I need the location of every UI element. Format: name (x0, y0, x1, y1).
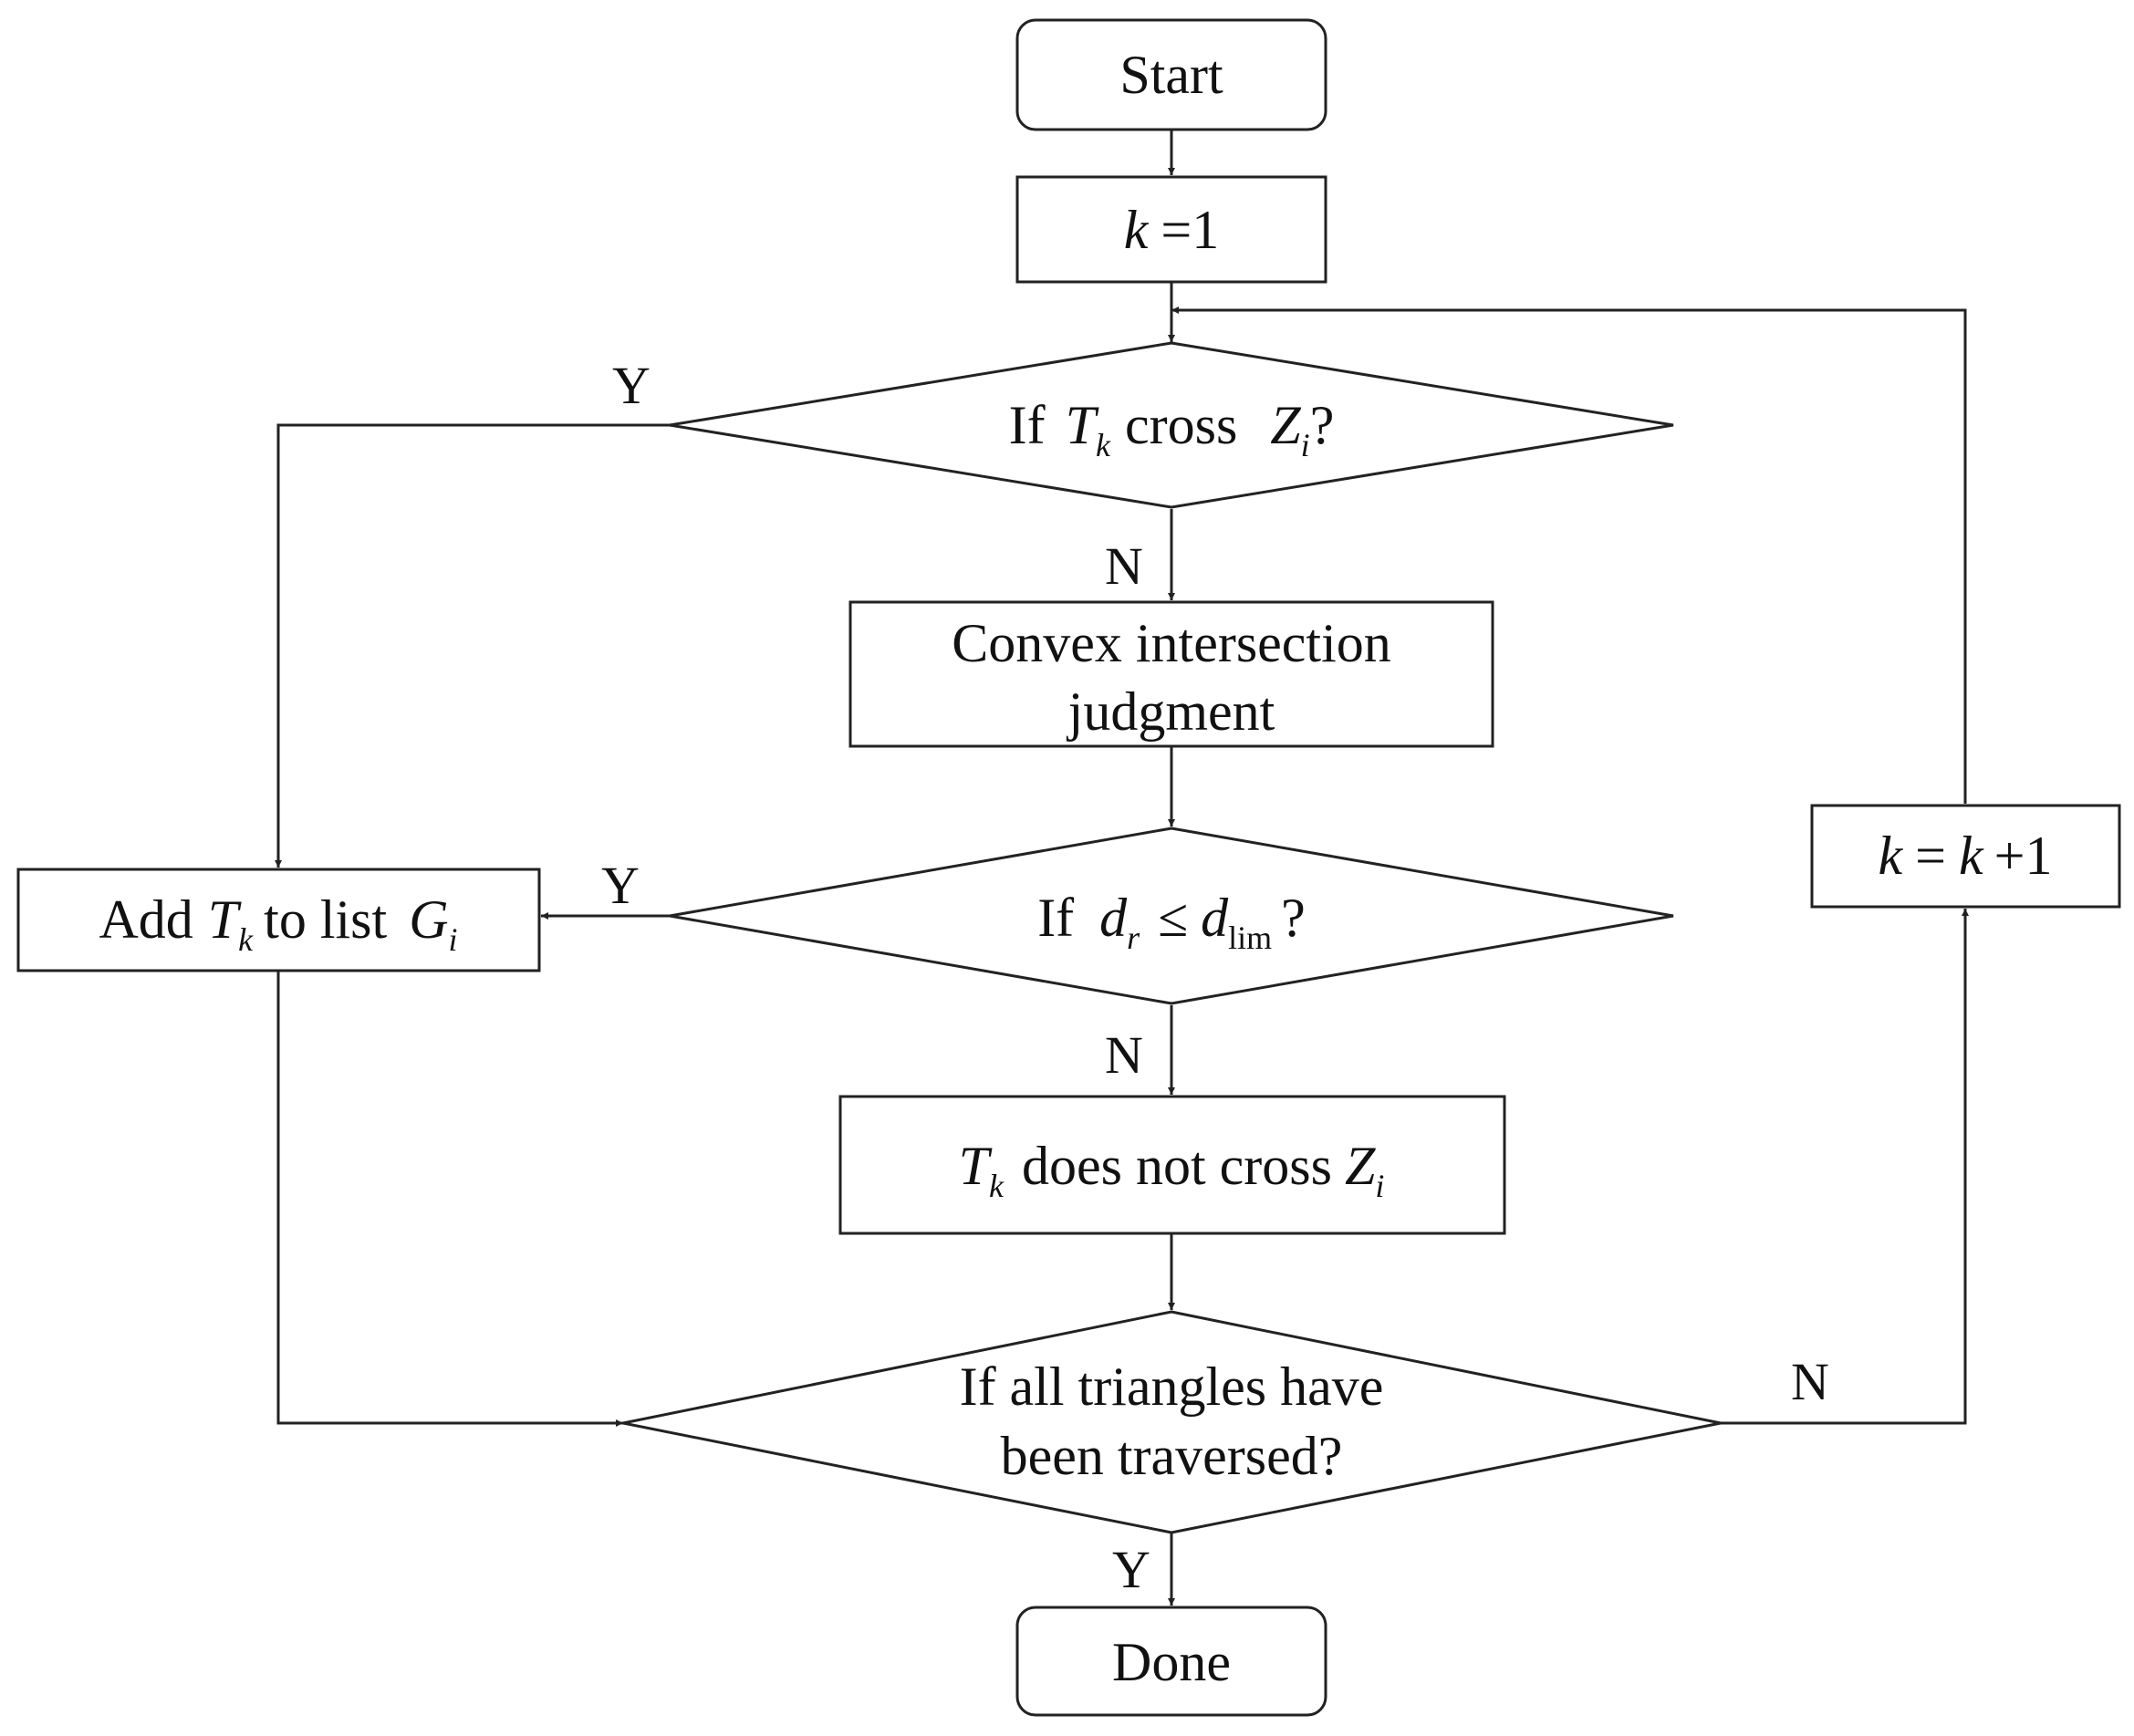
edge-decision1-yes (275, 423, 670, 868)
decision3-line2: been traversed? (1001, 1426, 1343, 1486)
edges (275, 130, 1969, 1606)
node-done: Done (1015, 1606, 1327, 1717)
node-decision3: If all triangles have been traversed? (622, 1310, 1722, 1534)
node-start: Start (1015, 18, 1327, 131)
decision3-yes-label: Y (1112, 1540, 1150, 1599)
edge-increment-loop (1171, 307, 1967, 804)
node-process1: Convex intersection judgment (848, 600, 1494, 748)
node-increment: k=k+1 (1810, 804, 2121, 909)
decision3-no-label: N (1791, 1352, 1829, 1411)
increment-label: k=k+1 (1879, 826, 2053, 886)
edge-addlist-to-decision3 (276, 971, 623, 1427)
decision2-yes-label: Y (601, 856, 640, 915)
edge-decision3-no (1721, 909, 1969, 1425)
branch-labels: Y N Y N N Y (601, 356, 1829, 1599)
decision3-line1: If all triangles have (960, 1357, 1384, 1417)
start-label: Start (1119, 45, 1223, 105)
process1-line2: judgment (1067, 681, 1275, 742)
decision2-no-label: N (1105, 1025, 1143, 1085)
process1-line1: Convex intersection (952, 613, 1391, 673)
done-label: Done (1112, 1632, 1231, 1692)
init-label: k=1 (1124, 200, 1219, 260)
decision1-yes-label: Y (612, 356, 651, 415)
decision1-no-label: N (1105, 536, 1143, 596)
node-init: k=1 (1015, 175, 1327, 284)
